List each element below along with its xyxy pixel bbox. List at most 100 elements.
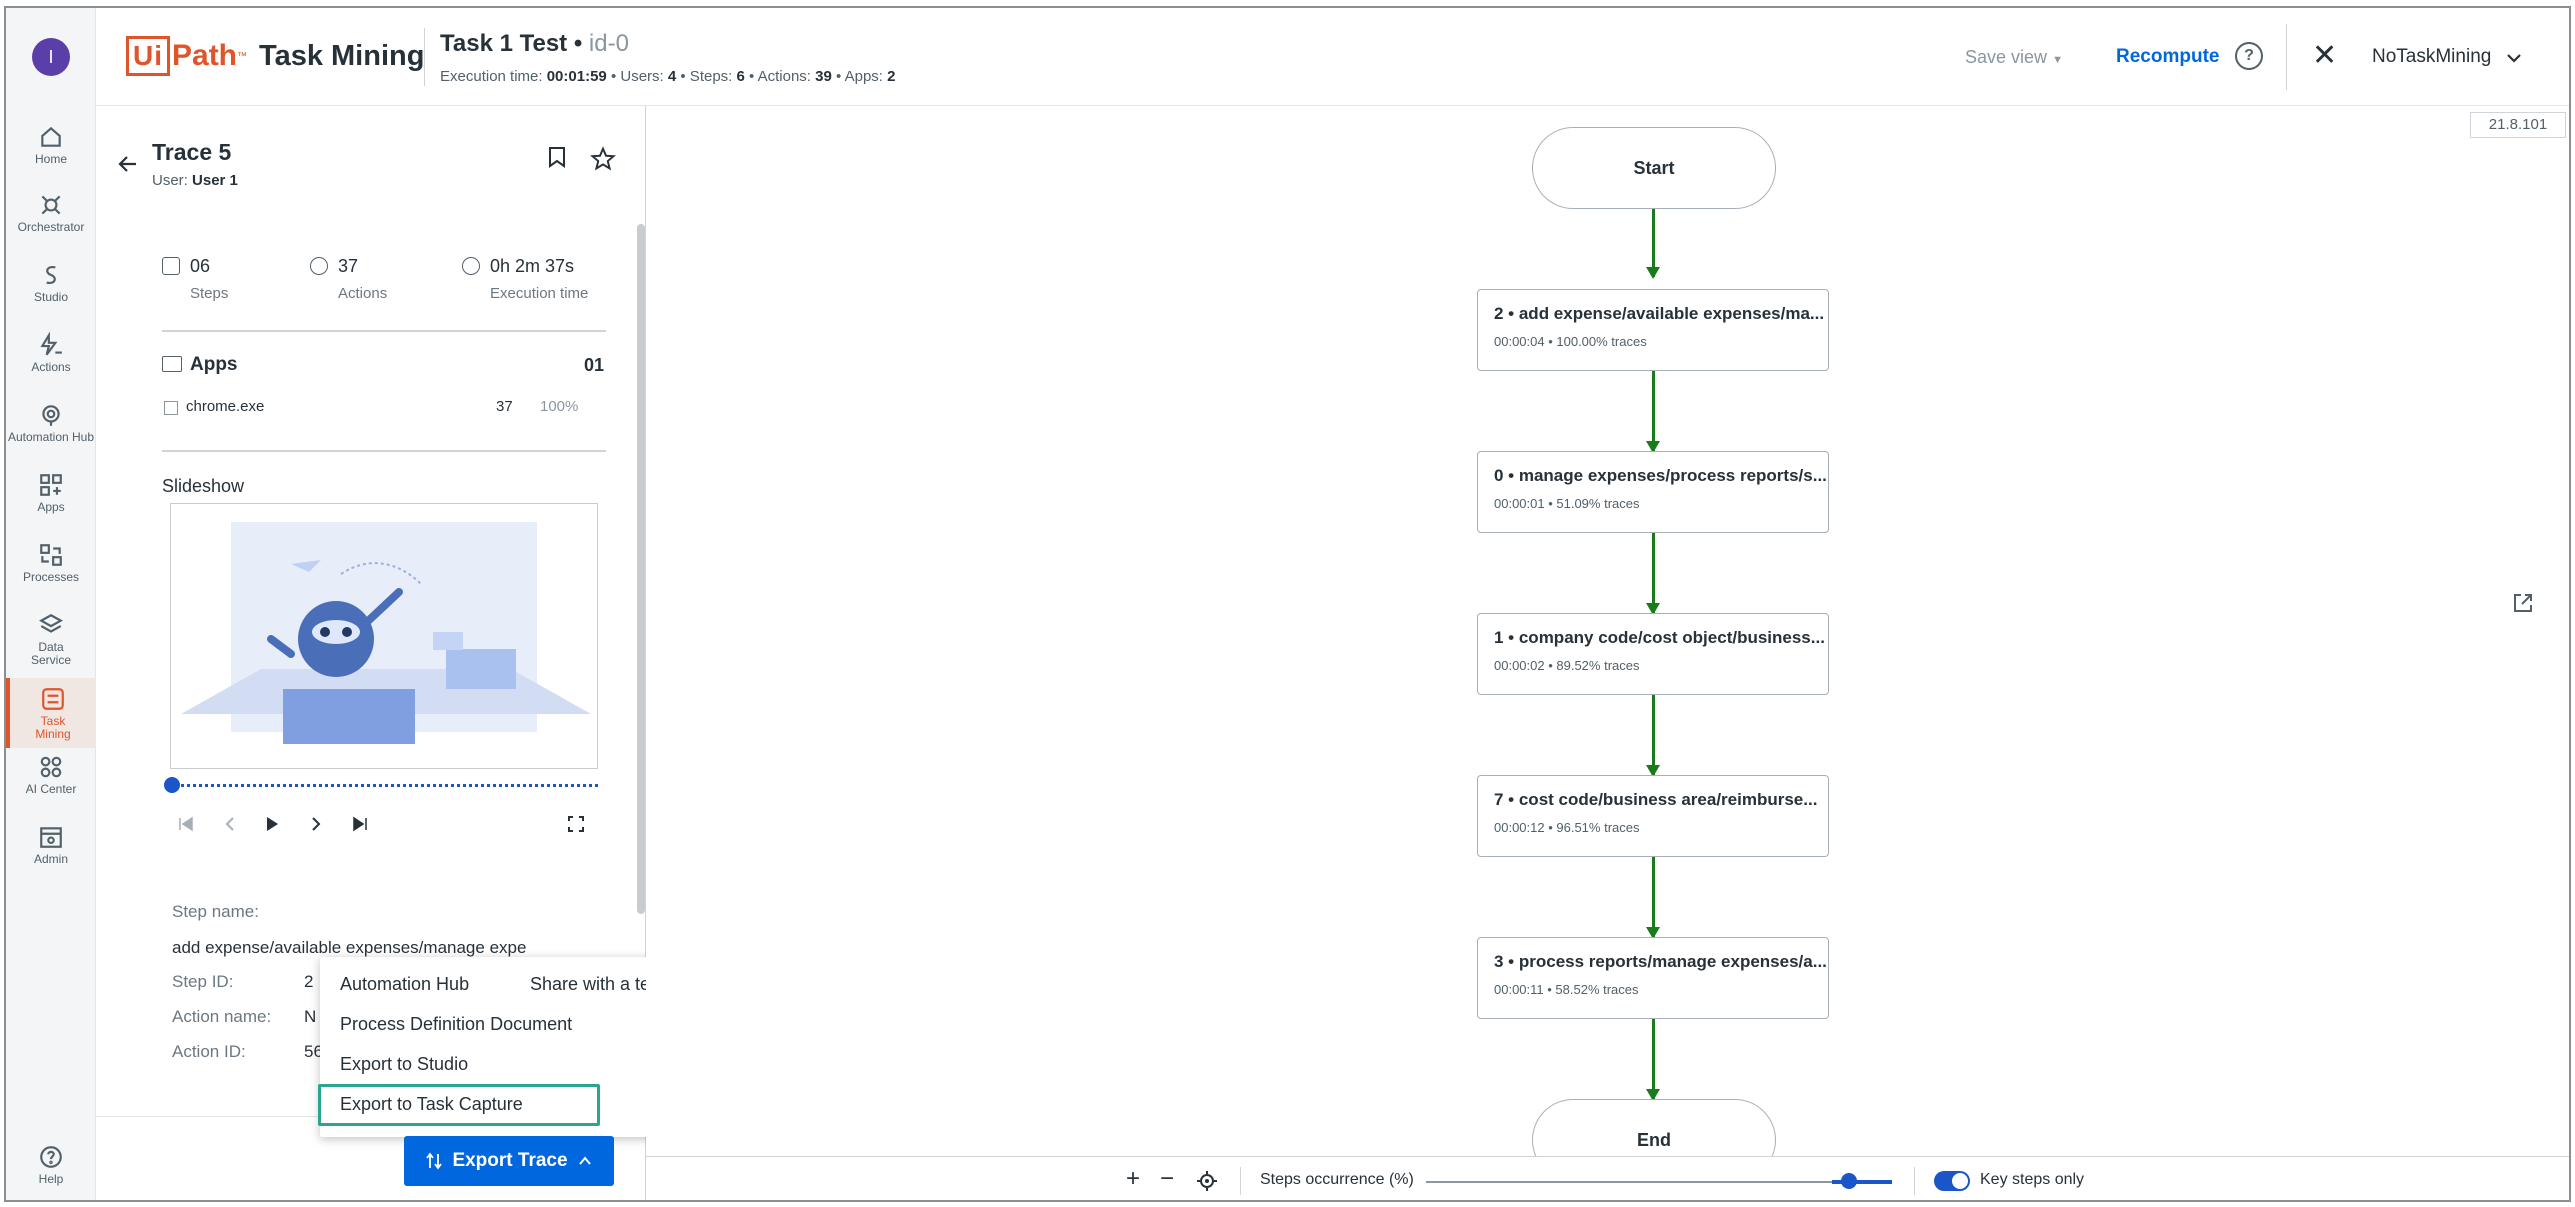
export-arrows-icon bbox=[426, 1152, 443, 1170]
stat-steps-label: Steps bbox=[190, 285, 229, 302]
nav-help[interactable]: Help bbox=[6, 1144, 96, 1200]
menu-process-definition-document[interactable]: Process Definition Document bbox=[340, 1014, 573, 1034]
monitor-icon bbox=[162, 356, 182, 372]
apps-heading: Apps bbox=[162, 354, 238, 376]
play-icon[interactable] bbox=[262, 814, 282, 834]
nav-orchestrator-label: Orchestrator bbox=[17, 220, 85, 234]
save-view-dropdown[interactable]: Save view ▼ bbox=[1965, 47, 2063, 68]
panel-scrollbar[interactable] bbox=[637, 224, 645, 914]
flow-edge bbox=[1646, 695, 1660, 777]
zoom-out-button[interactable]: − bbox=[1160, 1165, 1175, 1192]
uipath-logo[interactable]: Ui Path ™ Task Mining bbox=[126, 36, 424, 76]
recenter-icon[interactable] bbox=[1196, 1170, 1218, 1192]
slideshow-timeline[interactable] bbox=[170, 784, 598, 788]
steps-occurrence-label: Steps occurrence (%) bbox=[1260, 1171, 1414, 1188]
nav-studio[interactable]: Studio bbox=[6, 262, 96, 324]
nav-data-service[interactable]: Data Service bbox=[6, 612, 96, 674]
users-label: • Users: bbox=[610, 68, 664, 85]
bookmark-icon[interactable] bbox=[548, 146, 566, 168]
top-header: Ui Path ™ Task Mining Task 1 Test • id-0… bbox=[96, 8, 2569, 106]
step-node[interactable]: 3 • process reports/manage expenses/a...… bbox=[1477, 937, 1829, 1019]
admin-icon bbox=[40, 827, 62, 848]
ai-center-icon bbox=[40, 756, 62, 778]
timeline-handle[interactable] bbox=[164, 777, 180, 793]
trace-user-label: User: bbox=[152, 172, 188, 189]
user-avatar[interactable]: I bbox=[32, 38, 70, 76]
menu-export-to-task-capture[interactable]: Export to Task Capture bbox=[340, 1094, 523, 1114]
export-menu: Automation Hub Share with a team Process… bbox=[318, 957, 698, 1137]
trace-user: User: User 1 bbox=[152, 172, 238, 189]
calendar-icon bbox=[162, 257, 180, 275]
save-view-label: Save view bbox=[1965, 47, 2048, 67]
product-name: Task Mining bbox=[259, 39, 425, 72]
nav-ai-center-label: AI Center bbox=[25, 782, 77, 796]
help-button[interactable]: ? bbox=[2235, 42, 2263, 70]
export-trace-label: Export Trace bbox=[452, 1150, 568, 1171]
step-node[interactable]: 0 • manage expenses/process reports/s...… bbox=[1477, 451, 1829, 533]
step-node[interactable]: 7 • cost code/business area/reimburse...… bbox=[1477, 775, 1829, 857]
menu-automation-hub[interactable]: Automation Hub bbox=[340, 974, 470, 994]
slider-fill bbox=[1832, 1180, 1892, 1184]
slideshow-frame[interactable] bbox=[170, 503, 598, 769]
slider-handle[interactable] bbox=[1841, 1173, 1857, 1189]
menu-share-with-team[interactable]: Share with a team bbox=[530, 974, 676, 994]
start-node[interactable]: Start bbox=[1532, 127, 1776, 209]
step-node-title: 0 • manage expenses/process reports/s... bbox=[1494, 466, 1827, 485]
stat-actions-label: Actions bbox=[338, 285, 388, 302]
nav-actions[interactable]: Actions bbox=[6, 332, 96, 394]
toolbar-divider bbox=[1240, 1167, 1241, 1195]
nav-apps[interactable]: Apps bbox=[6, 472, 96, 534]
logo-ui: Ui bbox=[126, 36, 170, 76]
logo-path: Path bbox=[172, 39, 238, 72]
actions-icon bbox=[40, 332, 62, 356]
app-row[interactable]: chrome.exe 37 100% bbox=[162, 398, 606, 415]
menu-export-to-studio[interactable]: Export to Studio bbox=[340, 1054, 469, 1074]
nav-orchestrator[interactable]: Orchestrator bbox=[6, 192, 96, 254]
nav-automation-hub[interactable]: Automation Hub bbox=[6, 402, 96, 464]
skip-previous-icon[interactable] bbox=[176, 814, 196, 834]
nav-admin[interactable]: Admin bbox=[6, 824, 96, 886]
nav-task-mining[interactable]: Task Mining bbox=[6, 678, 96, 748]
back-arrow-icon[interactable] bbox=[116, 152, 140, 176]
stat-execution-time: 0h 2m 37s Execution time bbox=[462, 256, 588, 302]
star-icon[interactable] bbox=[590, 146, 616, 172]
task-id: id-0 bbox=[588, 30, 629, 57]
step-node-stats: 00:00:02 • 89.52% traces bbox=[1494, 658, 1640, 673]
action-id-value: 56 bbox=[304, 1042, 323, 1061]
export-trace-button[interactable]: Export Trace bbox=[404, 1136, 614, 1186]
action-name-value: N bbox=[304, 1007, 317, 1026]
open-external-icon[interactable] bbox=[2512, 592, 2534, 614]
apps-grid-icon bbox=[40, 474, 62, 496]
key-steps-toggle[interactable] bbox=[1934, 1171, 1970, 1191]
orchestrator-icon bbox=[41, 195, 61, 215]
previous-icon[interactable] bbox=[220, 814, 240, 834]
zoom-in-button[interactable]: + bbox=[1126, 1165, 1141, 1192]
nav-home[interactable]: Home bbox=[6, 124, 96, 186]
process-map-canvas[interactable]: 21.8.101 Start 2 • add expense/available… bbox=[646, 106, 2569, 1181]
task-title-text: Task 1 Test • bbox=[440, 30, 583, 57]
logo-trademark: ™ bbox=[237, 50, 248, 62]
next-icon[interactable] bbox=[306, 814, 326, 834]
stat-steps-value: 06 bbox=[190, 256, 211, 276]
nav-processes-label: Processes bbox=[22, 570, 80, 584]
steps-value: 6 bbox=[736, 68, 745, 85]
close-button[interactable]: ✕ bbox=[2312, 39, 2338, 72]
step-node[interactable]: 1 • company code/cost object/business...… bbox=[1477, 613, 1829, 695]
step-node[interactable]: 2 • add expense/available expenses/ma...… bbox=[1477, 289, 1829, 371]
steps-occurrence-slider[interactable] bbox=[1426, 1181, 1892, 1183]
actions-label: • Actions: bbox=[749, 68, 811, 85]
nav-ai-center[interactable]: AI Center bbox=[6, 754, 96, 816]
skip-next-icon[interactable] bbox=[350, 814, 370, 834]
fullscreen-icon[interactable] bbox=[566, 814, 586, 834]
recompute-button[interactable]: Recompute bbox=[2116, 46, 2220, 67]
exec-time-value: 00:01:59 bbox=[546, 68, 607, 85]
nav-processes[interactable]: Processes bbox=[6, 542, 96, 604]
step-node-title: 1 • company code/cost object/business... bbox=[1494, 628, 1825, 647]
toolbar-divider bbox=[1914, 1167, 1915, 1195]
actions-value: 39 bbox=[815, 68, 832, 85]
canvas-toolbar: + − Steps occurrence (%) Key steps only bbox=[646, 1156, 2569, 1200]
cursor-click-icon bbox=[310, 257, 328, 275]
task-mining-icon bbox=[42, 688, 64, 710]
tenant-selector[interactable]: NoTaskMining bbox=[2372, 46, 2492, 67]
chevron-down-icon[interactable] bbox=[2504, 48, 2524, 68]
